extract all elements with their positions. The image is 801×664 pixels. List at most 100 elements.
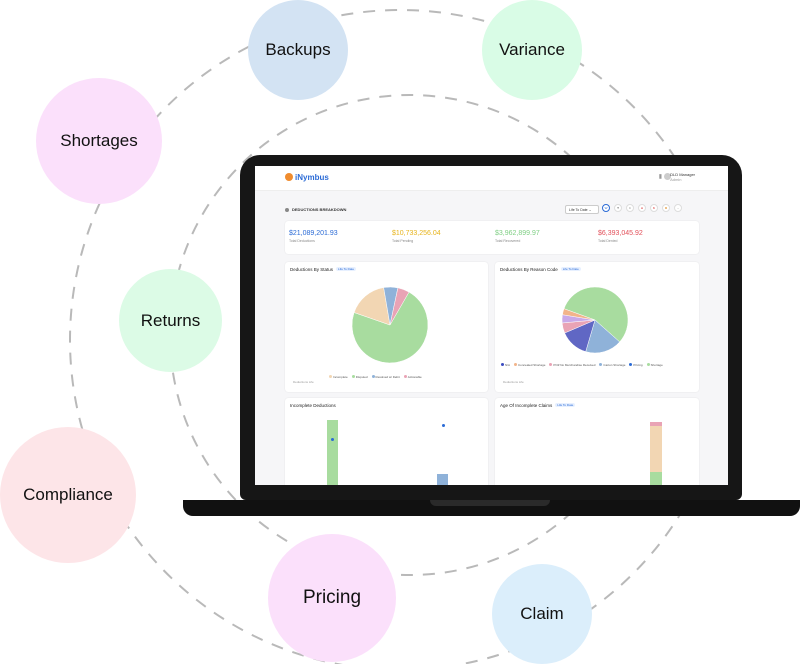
grid-icon [285,208,289,212]
laptop-base [183,500,800,516]
retailer-filter[interactable]: T [614,204,622,212]
card-title-text: Deductions By Reason Code [500,267,558,272]
variance-bubble: Variance [482,0,582,100]
legend-swatch [351,375,355,378]
kpi-label: Total Deductions [289,239,315,243]
legend-item[interactable]: Pricing [629,363,643,367]
reason-legend: N/A Concealed Shortage PO# No Merchandise … [501,363,696,367]
legend-item[interactable]: Carton Shortage [599,363,625,367]
legend-label: Incomplete [333,375,348,379]
legend-item[interactable]: Disputed [351,375,368,379]
card-title-text: Age Of Incomplete Claims [500,403,553,408]
age-bar-denied [650,422,662,426]
legend-item[interactable]: Incomplete [329,375,348,379]
retailer-filter[interactable]: K [650,204,658,212]
status-legend: Incomplete Disputed Resolved w/ Debit Actio… [329,375,479,379]
app-logo[interactable]: iNymbus [285,173,329,182]
incomplete-bar [327,420,338,485]
pricing-bubble: Pricing [268,534,396,662]
kpi-value: $3,962,899.97 [495,230,540,237]
legend-label: Actionable [407,375,422,379]
date-filter-select[interactable]: Life To Date ⌄ [565,205,599,214]
kpi-total-deductions: $21,089,201.93 Total Deductions [289,230,338,243]
avatar[interactable] [664,173,671,180]
kpi-value: $6,393,045.92 [598,230,643,237]
legend-item[interactable]: Resolved w/ Debit [371,375,400,379]
legend-item[interactable]: Actionable [403,375,422,379]
trend-point [442,424,445,427]
shortages-bubble: Shortages [36,78,162,204]
legend-item[interactable]: PO# No Merchandise Received [549,363,595,367]
legend-item[interactable]: N/A [501,363,510,367]
pricing-label: Pricing [302,587,362,608]
legend-swatch [646,363,650,366]
pie-slice[interactable] [389,287,410,326]
kpi-label: Total Pending [392,239,414,243]
incomplete-deductions-card: Incomplete Deductions [285,398,488,485]
pie-slice[interactable] [562,308,596,321]
pie-slice[interactable] [563,286,629,343]
logo-icon [285,173,293,181]
retailer-filter[interactable]: A [638,204,646,212]
user-menu[interactable]: DLD Manager Admin [670,172,695,182]
user-role: Admin [670,177,682,182]
legend-swatch [549,363,553,366]
backups-label: Backups [265,40,331,59]
legend-label: Resolved w/ Debit [375,375,400,379]
app-topbar: iNymbus ▮ DLD Manager Admin [255,166,728,191]
legend-swatch [371,375,375,378]
legend-label: Concealed Shortage [518,363,546,367]
logo-text: iNymbus [295,173,329,182]
retailer-filter-list: W T C A K M ... [602,204,682,212]
variance-label: Variance [499,40,565,59]
compliance-label: Compliance [23,485,113,504]
date-filter-value: Life To Date [569,208,588,212]
trend-point [331,438,334,441]
legend-swatch [403,375,407,378]
returns-label: Returns [140,310,201,330]
kpi-label: Total Denied [598,239,618,243]
reason-pie-chart [561,286,629,354]
kpi-value: $10,733,256.04 [392,230,441,237]
retailer-filter[interactable]: W [602,204,610,212]
card-title: Incomplete Deductions [290,403,336,408]
retailer-filter[interactable]: M [662,204,670,212]
card-title-text: Deductions By Status [290,267,334,272]
kpi-total-pending: $10,733,256.04 Total Pending [392,230,441,243]
laptop-screen: iNymbus ▮ DLD Manager Admin DEDUCTIONS B… [255,166,728,485]
shortages-label: Shortages [60,131,138,150]
retailer-filter-more[interactable]: ... [674,204,682,212]
pie-slice[interactable] [351,291,429,364]
age-bar-recovered [650,472,662,485]
status-pie-chart [351,286,429,364]
kpi-value: $21,089,201.93 [289,230,338,237]
claim-label: Claim [520,604,564,623]
legend-item[interactable]: Concealed Shortage [514,363,545,367]
kpi-card: $21,089,201.93 Total Deductions $10,733,… [285,221,699,254]
legend-label: N/A [505,363,511,367]
legend-swatch [514,363,518,366]
kpi-label: Total Recovered [495,239,521,243]
chart-footnote: Deductions Life [503,380,524,384]
laptop-notch [430,500,550,506]
date-chip[interactable]: Life To Date [555,403,576,407]
incomplete-bar [437,474,448,485]
legend-item[interactable]: Shortage [646,363,663,367]
date-chip[interactable]: Life To Date [560,267,581,271]
legend-label: Carton Shortage [603,363,626,367]
kpi-total-denied: $6,393,045.92 Total Denied [598,230,643,243]
retailer-filter[interactable]: C [626,204,634,212]
date-chip[interactable]: Life To Date [336,267,356,271]
claim-bubble: Claim [492,564,592,664]
chart-footnote: Deductions Life [293,380,314,384]
legend-label: PO# No Merchandise Received [553,363,596,367]
legend-label: Disputed [355,375,368,379]
bell-icon[interactable]: ▮ [658,174,662,180]
section-title-text: DEDUCTIONS BREAKDOWN [292,207,347,212]
